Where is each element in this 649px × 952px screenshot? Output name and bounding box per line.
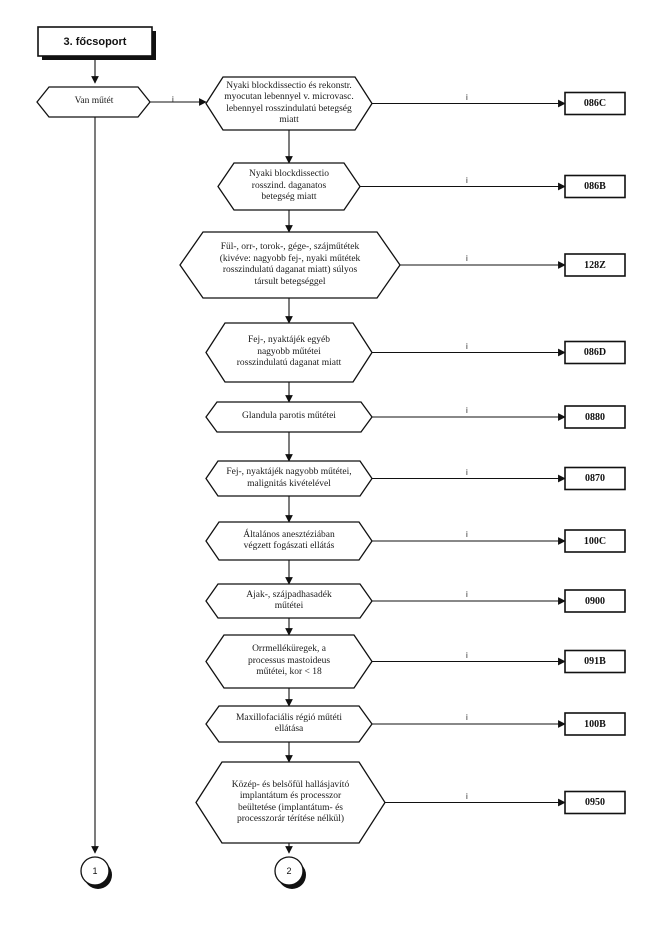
process-step-4 [205,322,373,383]
page-title: 3. főcsoport [63,35,127,48]
code-box-5 [564,405,626,429]
process-step-2 [217,162,361,211]
code-label-10: 100B [584,718,606,730]
process-step-5 [205,401,373,433]
edge-label-1: i [466,92,468,102]
edge-label-6: i [466,467,468,477]
edge-label-3: i [466,254,468,263]
code-label-4: 086D [583,347,607,358]
code-box-9 [564,649,626,674]
code-label-5: 0880 [585,411,605,423]
step-label-6: Fej-, nyaktájék nagyobb műtétei, maligni… [226,467,352,489]
process-step-6 [205,460,373,497]
code-label-11: 0950 [585,797,605,808]
code-label-3: 128Z [584,259,606,271]
decision-shape [36,86,151,118]
edge-label-10: i [466,713,468,722]
title-box [37,26,153,57]
edge-label-8: i [466,590,468,599]
code-box-4 [564,340,626,365]
code-box-6 [564,466,626,491]
code-label-9: 091B [584,656,606,667]
code-label-6: 0870 [585,473,605,484]
step-label-5: Glandula parotis műtétei [242,411,336,422]
step-label-3: Fül-, orr-, torok-, gége-, szájműtétek (… [219,242,361,287]
edge-label-4: i [466,341,468,351]
step-label-8: Ajak-, szájpadhasadék műtétei [246,589,332,612]
code-box-3 [564,253,626,277]
step-label-10: Maxillofaciális régió műtéti ellátása [235,712,343,735]
code-box-10 [564,712,626,736]
code-box-7 [564,529,626,553]
step-label-2: Nyaki blockdissectio rosszind. daganatos… [249,169,329,203]
step-label-1: Nyaki blockdissectio és rekonstr. myocut… [224,80,354,126]
code-label-8: 0900 [585,595,605,607]
edge-label-11: i [466,791,468,801]
connector-2 [274,856,304,886]
code-box-8 [564,589,626,613]
process-step-10 [205,705,373,743]
process-step-1 [205,76,373,131]
step-label-9: Orrmelléküregek, a processus mastoideus … [247,644,331,678]
process-step-9 [205,634,373,689]
process-step-11 [195,761,386,844]
code-label-7: 100C [583,535,607,547]
process-step-3 [179,231,401,299]
code-label-2: 086B [584,181,606,192]
connector-label-1: 1 [92,866,98,876]
connector-1 [80,856,110,886]
connector-label-2: 2 [286,866,292,876]
process-step-7 [205,521,373,561]
edge-label-2: i [466,175,468,185]
step-label-7: Általános anesztéziában végzett fogászat… [243,529,335,552]
code-box-1 [564,91,626,116]
decision-branch-label: i [172,95,174,104]
step-label-4: Fej-, nyaktájék egyéb nagyobb műtétei ro… [236,335,342,369]
edge-label-7: i [466,530,468,539]
edge-label-5: i [466,406,468,415]
code-box-11 [564,790,626,815]
code-label-1: 086C [583,98,607,109]
edge-label-9: i [466,650,468,660]
code-box-2 [564,174,626,199]
step-label-11: Közép- és belsőfül hallásjavító implantá… [231,779,350,825]
process-step-8 [205,583,373,619]
decision-label: Van műtét [74,96,114,107]
